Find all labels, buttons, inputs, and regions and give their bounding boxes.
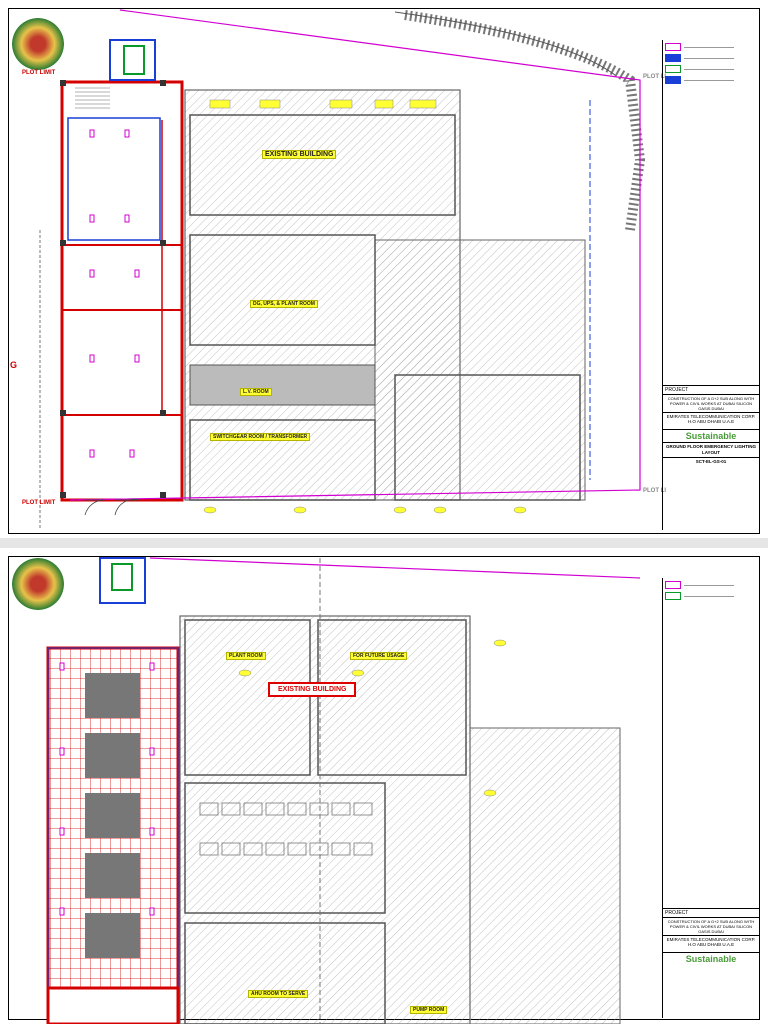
- project-description: CONSTRUCTION OF A G+2 SUB ALONG WITH POW…: [663, 917, 759, 935]
- project-description: CONSTRUCTION OF A G+2 SUB ALONG WITH POW…: [663, 394, 759, 412]
- label-plot-limit-bottom: PLOT LIMIT: [22, 500, 56, 506]
- drawing-title: GROUND FLOOR EMERGENCY LIGHTING LAYOUT: [663, 442, 759, 457]
- project-label: PROJECT: [663, 385, 759, 394]
- label-plot-limit-right-bottom: PLOT LI: [643, 488, 666, 494]
- annex-hatch: [469, 727, 621, 1024]
- title-block: PROJECT CONSTRUCTION OF A G+2 SUB ALONG …: [662, 40, 759, 530]
- legend: [663, 581, 759, 600]
- label-pump-room: PUMP ROOM: [410, 1006, 448, 1014]
- label-transformer: SWITCHGEAR ROOM / TRANSFORMER: [210, 433, 311, 441]
- sheet-frame: [8, 8, 760, 534]
- consultant-logo: Sustainable: [663, 952, 759, 965]
- project-label: PROJECT: [663, 908, 759, 917]
- label-ahu-room: AHU ROOM TO SERVE: [248, 990, 309, 998]
- client-logo: [12, 558, 64, 610]
- sheet-separator: [0, 538, 768, 548]
- floor-plan-upper: [46, 557, 641, 1024]
- floor-plan-ground: [39, 9, 646, 530]
- client-name: EMIRATES TELECOMMUNICATION CORP. H.O ABU…: [663, 412, 759, 425]
- label-side-letter: G: [10, 360, 18, 370]
- client-logo: [12, 18, 64, 70]
- label-existing-building: EXISTING BUILDING: [268, 682, 357, 697]
- new-building-walls: [60, 80, 184, 502]
- drawing-sheet-ground-floor: EXISTING BUILDING DG, UPS, & PLANT ROOM …: [8, 8, 760, 534]
- label-dg-room: DG, UPS, & PLANT ROOM: [250, 300, 318, 308]
- existing-building-hatch: [179, 615, 471, 1024]
- drawing-number: SCT-EL-GS-01: [663, 457, 759, 466]
- legend: [663, 43, 759, 84]
- label-plant-room: PLANT ROOM: [226, 652, 266, 660]
- label-future-usage: FOR FUTURE USAGE: [350, 652, 408, 660]
- title-block: PROJECT CONSTRUCTION OF A G+2 SUB ALONG …: [662, 578, 759, 1018]
- annex-hatch: [374, 239, 586, 501]
- client-name: EMIRATES TELECOMMUNICATION CORP. H.O ABU…: [663, 935, 759, 948]
- label-plot-limit-right: PLOT LI: [643, 74, 666, 80]
- consultant-logo: Sustainable: [663, 429, 759, 442]
- drawing-sheet-first-floor: EXISTING BUILDING PLANT ROOM FOR FUTURE …: [0, 548, 768, 1024]
- label-plot-limit-top: PLOT LIMIT: [22, 70, 56, 76]
- label-existing-building: EXISTING BUILDING: [262, 150, 337, 159]
- label-lv-room: L.V. ROOM: [240, 388, 272, 396]
